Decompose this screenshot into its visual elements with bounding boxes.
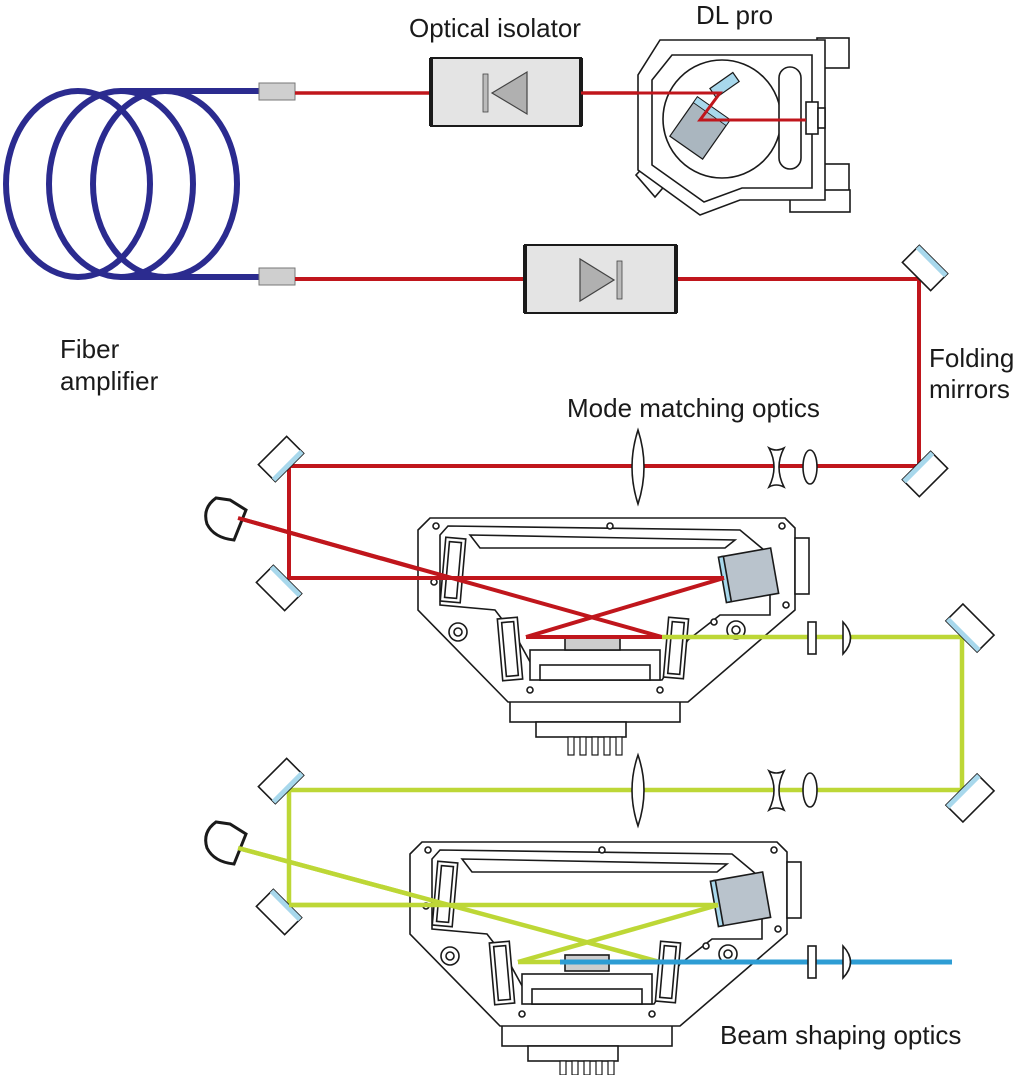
mirror-left-lower-2: [255, 888, 303, 936]
fiber-connector-bottom: [258, 267, 296, 286]
red-beam-ring-1: [237, 516, 725, 639]
seed-beam-internal: [581, 91, 806, 122]
beam-dump-2: [204, 820, 248, 866]
folding-mirrors-label-line2: mirrors: [929, 374, 1010, 404]
mode-matching-lens-convex-top: [631, 427, 645, 507]
folding-mirror-green-lower: [944, 772, 996, 824]
fiber-amplifier-label-line1: Fiber: [60, 334, 120, 364]
shg-module-2: [409, 841, 802, 1075]
mode-matching-lens-concave-green: [767, 768, 786, 813]
folding-mirror-green-upper: [944, 602, 996, 654]
mode-matching-lens-convex-green: [631, 752, 645, 829]
dl-pro-laser: [634, 37, 851, 216]
mode-matching-lens-small-top: [802, 449, 818, 485]
mode-matching-lens-concave-top: [767, 445, 786, 490]
optical-isolator-top: [429, 57, 583, 127]
optical-isolator-bottom: [523, 244, 678, 314]
mirror-left-upper-2: [257, 757, 305, 805]
folding-mirrors-label-line1: Folding: [929, 343, 1015, 373]
beam-dump-1: [204, 496, 248, 542]
fiber-amplifier-coil: [3, 88, 262, 280]
collimation-lens-flat-1: [807, 621, 817, 655]
beam-shaping-optics-label: Beam shaping optics: [720, 1020, 962, 1050]
collimation-lens-plano-convex-1: [842, 619, 852, 657]
beam-shaping-lens-flat: [807, 945, 817, 979]
fiber-amplifier-label-line2: amplifier: [60, 366, 159, 396]
mode-matching-optics-label: Mode matching optics: [567, 393, 820, 423]
shg-module-1: [417, 517, 810, 756]
mirror-left-lower-1: [255, 564, 303, 612]
beam-shaping-lens-plano-convex: [842, 943, 852, 981]
mirror-left-upper-1: [257, 435, 305, 483]
fiber-connector-top: [258, 82, 296, 101]
mode-matching-lens-small-green: [802, 772, 818, 808]
folding-mirror-lower: [901, 450, 949, 498]
folding-mirror-upper: [901, 244, 949, 292]
dl-pro-label: DL pro: [696, 0, 774, 30]
optical-isolator-label: Optical isolator: [409, 13, 581, 43]
